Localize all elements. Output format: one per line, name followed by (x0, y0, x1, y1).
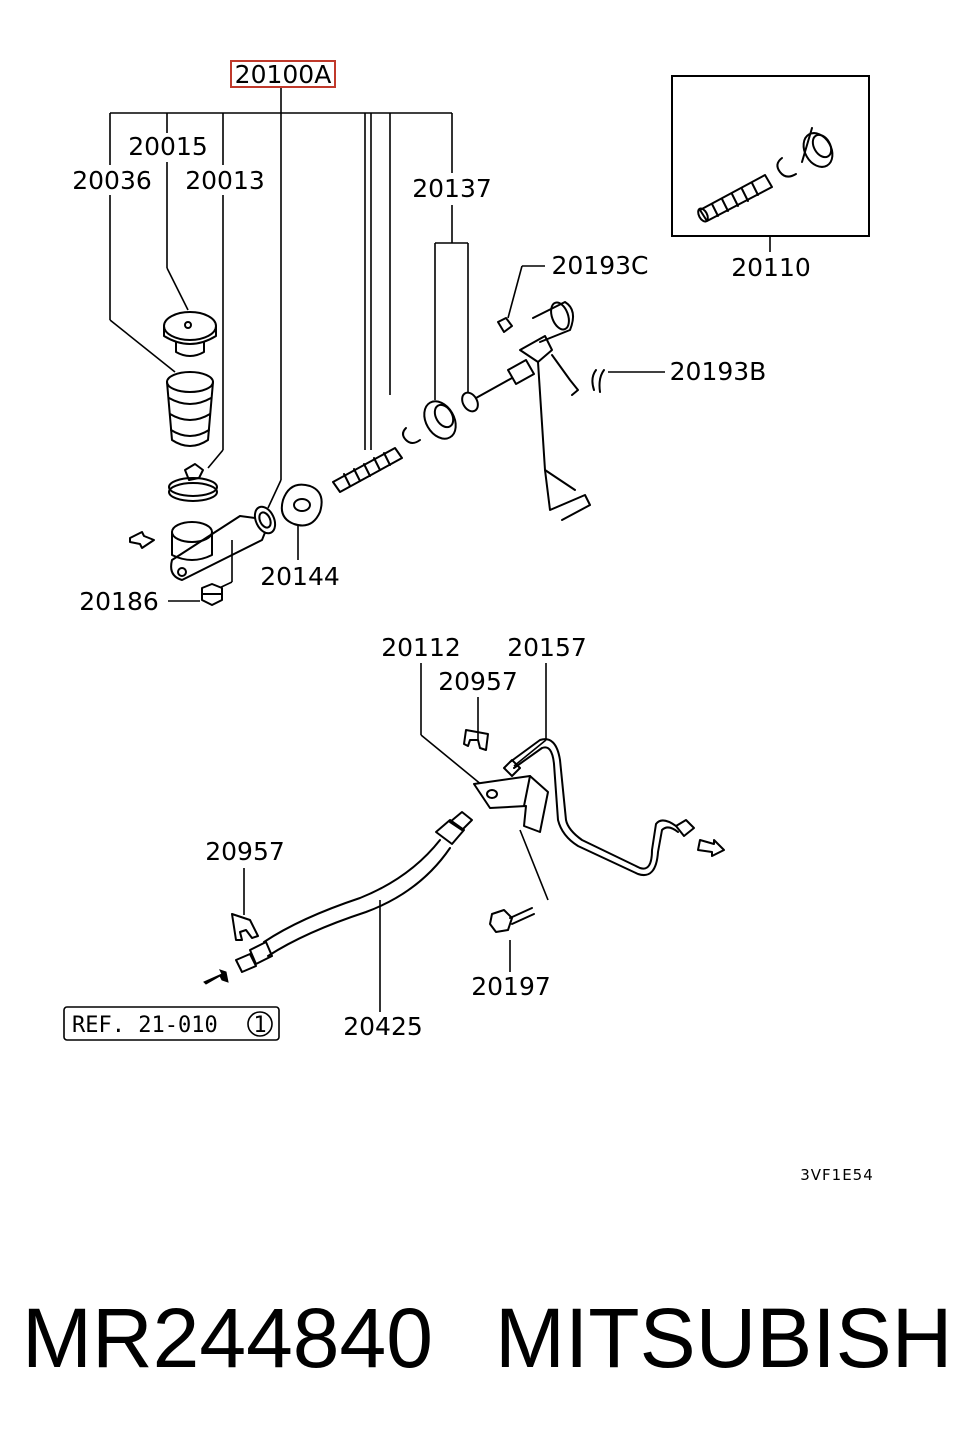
ref-circle (247, 1011, 273, 1037)
ref-circle-number: 1 (253, 1013, 266, 1038)
snap-ring (402, 427, 421, 444)
label-20144[interactable]: 20144 (260, 562, 340, 591)
hose-20425 (235, 811, 473, 973)
ref-arrow-icon (203, 969, 229, 985)
label-20186[interactable]: 20186 (79, 587, 159, 616)
repair-kit-drawing (697, 127, 834, 223)
label-20197[interactable]: 20197 (471, 972, 551, 1001)
inset-box-20110 (671, 75, 870, 237)
label-20036[interactable]: 20036 (72, 166, 152, 195)
label-20100a[interactable]: 20100A (235, 60, 332, 89)
label-20013[interactable]: 20013 (185, 166, 265, 195)
parts-diagram: 20100A (63, 60, 874, 1184)
assembly-leader-lines (109, 88, 771, 602)
piston-spring (332, 447, 403, 493)
label-20193c[interactable]: 20193C (552, 251, 649, 280)
reservoir (166, 371, 214, 447)
bolt-20186 (201, 583, 223, 606)
ref-box (63, 1006, 280, 1041)
label-20110[interactable]: 20110 (731, 253, 811, 282)
reservoir-cap (163, 311, 217, 357)
label-20425[interactable]: 20425 (343, 1012, 423, 1041)
lower-leader-lines (243, 663, 549, 1012)
pipe-20157 (503, 738, 695, 876)
bolt-20197 (489, 907, 535, 933)
arrow-out-icon (697, 839, 725, 857)
label-20957-lower[interactable]: 20957 (205, 837, 285, 866)
ref-text[interactable]: REF. 21-010 (72, 1013, 218, 1038)
brand-name: MITSUBISHI (495, 1291, 960, 1385)
label-20015[interactable]: 20015 (128, 132, 208, 161)
cylinder-body (170, 505, 277, 581)
part-number: MR244840 (22, 1291, 433, 1385)
clutch-pedal (497, 301, 605, 521)
clip-20957-upper (463, 729, 489, 751)
label-20193b[interactable]: 20193B (670, 357, 767, 386)
clamp (168, 463, 218, 502)
label-20112[interactable]: 20112 (381, 633, 461, 662)
label-20957-upper[interactable]: 20957 (438, 667, 518, 696)
bracket-20112 (473, 775, 549, 833)
gasket-20144 (280, 483, 323, 527)
diagram-code: 3VF1E54 (800, 1166, 874, 1184)
arrow-in-icon (129, 531, 155, 549)
boot-20137 (423, 391, 479, 440)
clip-20957-lower (231, 913, 259, 941)
push-rod (475, 359, 535, 399)
label-20137[interactable]: 20137 (412, 174, 492, 203)
label-20157[interactable]: 20157 (507, 633, 587, 662)
footer: MR244840 MITSUBISHI (0, 1290, 960, 1400)
assembly-highlight-box (230, 60, 336, 88)
